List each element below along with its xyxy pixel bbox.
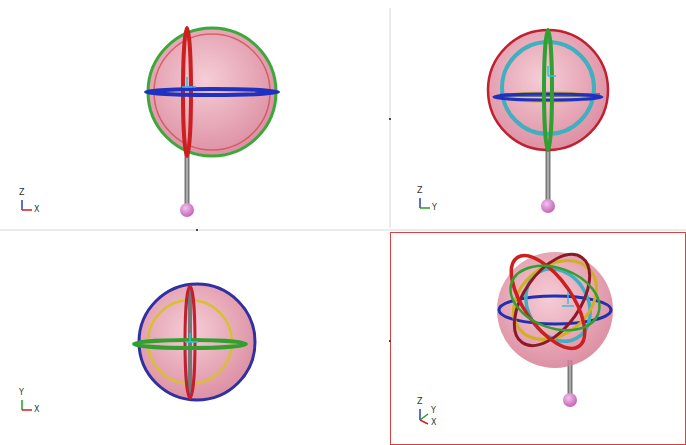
axis-label: Z <box>417 398 422 406</box>
gimbal-top-view <box>134 284 255 400</box>
axis-label: Y <box>431 407 436 415</box>
axis-label: X <box>431 419 436 427</box>
axis-label: Y <box>432 204 437 212</box>
gimbal-perspective-view <box>497 241 613 407</box>
axis-label: Z <box>19 189 24 197</box>
axis-label: Y <box>19 389 24 397</box>
gimbal-side-view <box>488 30 608 213</box>
axis-label: X <box>34 206 39 214</box>
axis-triads <box>22 198 430 424</box>
gimbal-front-view <box>146 28 278 217</box>
axis-label: X <box>34 406 39 414</box>
axis-label: Z <box>417 187 422 195</box>
active-viewport-frame <box>391 233 686 445</box>
viewport-dividers <box>0 8 686 230</box>
